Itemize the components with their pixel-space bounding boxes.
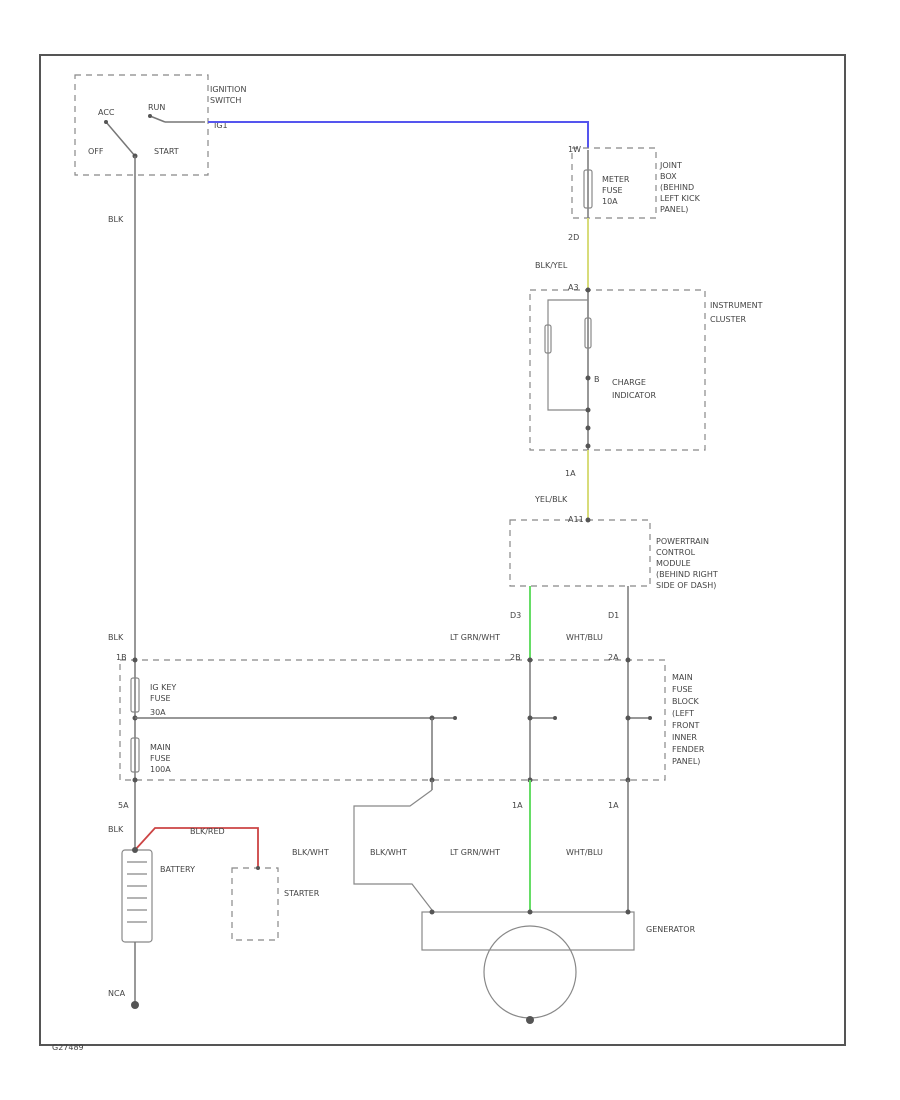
meter-fuse-symbol bbox=[583, 169, 593, 209]
generator-label: GENERATOR bbox=[646, 925, 696, 934]
ground-label: NCA bbox=[108, 989, 126, 998]
diagram-frame bbox=[39, 54, 846, 1046]
pcm-name-line5: SIDE OF DASH) bbox=[656, 581, 716, 590]
main-fuse-symbol bbox=[130, 737, 140, 773]
wire-label-yel-blk: YEL/BLK bbox=[534, 495, 568, 504]
ground-point bbox=[131, 1001, 139, 1009]
main-fuse-block: 1B 2B 2A IG KEY FUSE 30A MAIN FUSE 100A … bbox=[116, 653, 705, 783]
starter-label: STARTER bbox=[284, 889, 320, 898]
wire-blue-ign-to-jointbox bbox=[208, 121, 589, 148]
pcm-name-line4: (BEHIND RIGHT bbox=[656, 570, 718, 579]
cluster-name-line1: INSTRUMENT bbox=[710, 301, 763, 310]
joint-box-line1: JOINT bbox=[659, 161, 682, 170]
ig-key-fuse-line1: IG KEY bbox=[150, 683, 176, 692]
ignition-run-label: RUN bbox=[148, 103, 165, 112]
ignition-name-line2: SWITCH bbox=[210, 96, 241, 105]
charge-indicator-line1: CHARGE bbox=[612, 378, 646, 387]
wire-label-gen-blk-wht: BLK/WHT bbox=[370, 848, 407, 857]
wire-label-gen-lt-grn: LT GRN/WHT bbox=[450, 848, 500, 857]
diagram-code: G27489 bbox=[52, 1043, 84, 1052]
cluster-terminal-top: A3 bbox=[568, 283, 579, 292]
battery: BATTERY bbox=[121, 847, 195, 943]
meter-fuse-line2: FUSE bbox=[602, 186, 623, 195]
joint-box-line3: (BEHIND bbox=[660, 183, 694, 192]
pcm-terminal-in: A11 bbox=[568, 515, 584, 524]
joint-box-line5: PANEL) bbox=[660, 205, 688, 214]
fuse-block-name-line4: (LEFT bbox=[672, 709, 694, 718]
wire-label-1a-yel: 1A bbox=[565, 469, 576, 478]
fuse-block-name-line1: MAIN bbox=[672, 673, 693, 682]
ignition-terminal: IG1 bbox=[214, 121, 228, 130]
wire-label-blk-mid: BLK bbox=[108, 633, 124, 642]
main-fuse-line2: FUSE bbox=[150, 754, 171, 763]
joint-box: 1W METER FUSE 10A JOINT BOX (BEHIND LEFT… bbox=[568, 145, 701, 242]
joint-box-line2: BOX bbox=[660, 172, 677, 181]
meter-fuse-line1: METER bbox=[602, 175, 630, 184]
powertrain-control-module: A11 POWERTRAIN CONTROL MODULE (BEHIND RI… bbox=[509, 515, 718, 620]
fuse-block-name-line8: PANEL) bbox=[672, 757, 700, 766]
pcm-name-line2: CONTROL bbox=[656, 548, 696, 557]
wire-label-gen-term-mid: 1A bbox=[512, 801, 523, 810]
fuse-block-name-line6: INNER bbox=[672, 733, 697, 742]
wire-label-gen-wht-blu: WHT/BLU bbox=[566, 848, 603, 857]
fuse-block-name-line5: FRONT bbox=[672, 721, 699, 730]
fuse-block-name-line7: FENDER bbox=[672, 745, 705, 754]
wire-red-battery-to-starter bbox=[134, 827, 259, 868]
cluster-name-line2: CLUSTER bbox=[710, 315, 747, 324]
ignition-off-label: OFF bbox=[88, 147, 104, 156]
ignition-acc-label: ACC bbox=[98, 108, 115, 117]
ignition-name-line1: IGNITION bbox=[210, 85, 246, 94]
ignition-start-label: START bbox=[154, 147, 179, 156]
joint-box-line4: LEFT KICK bbox=[660, 194, 701, 203]
main-fuse-line1: MAIN bbox=[150, 743, 171, 752]
wire-label-blk-yel: BLK/YEL bbox=[535, 261, 568, 270]
wire-label-blk-top: BLK bbox=[108, 215, 124, 224]
wire-label-gen-term-right: 1A bbox=[608, 801, 619, 810]
ig-key-fuse-line2: FUSE bbox=[150, 694, 171, 703]
wire-label-blk-lower: BLK bbox=[108, 825, 124, 834]
fuse-block-name-line2: FUSE bbox=[672, 685, 693, 694]
charge-indicator-line2: INDICATOR bbox=[612, 391, 656, 400]
fuse-block-terminal-top-right: 2A bbox=[608, 653, 619, 662]
pcm-name-line1: POWERTRAIN bbox=[656, 537, 709, 546]
pcm-name-line3: MODULE bbox=[656, 559, 691, 568]
wire-label-blk-wht: BLK/WHT bbox=[292, 848, 329, 857]
ig-key-fuse-line3: 30A bbox=[150, 708, 166, 717]
main-fuse-line3: 100A bbox=[150, 765, 171, 774]
wire-label-wht-blu: WHT/BLU bbox=[566, 633, 603, 642]
generator: GENERATOR bbox=[421, 909, 696, 1024]
pcm-terminal-left: D3 bbox=[510, 611, 521, 620]
fuse-block-name-line3: BLOCK bbox=[672, 697, 700, 706]
meter-fuse-line3: 10A bbox=[602, 197, 618, 206]
pcm-terminal-right: D1 bbox=[608, 611, 619, 620]
battery-label: BATTERY bbox=[160, 865, 195, 874]
ig-key-fuse-symbol bbox=[130, 677, 140, 713]
wire-blk-wht-to-generator bbox=[353, 789, 433, 911]
joint-box-terminal-in: 1W bbox=[568, 145, 581, 154]
cluster-terminal-bottom: B bbox=[594, 375, 600, 384]
fuse-block-terminal-top-left: 1B bbox=[116, 653, 127, 662]
joint-box-terminal-out: 2D bbox=[568, 233, 579, 242]
fuse-block-terminal-top-mid: 2B bbox=[510, 653, 521, 662]
starter: STARTER bbox=[231, 866, 320, 941]
instrument-cluster: A3 B CHARGE INDICATOR INSTRUMENT CLUSTER bbox=[529, 283, 763, 451]
wire-label-5a: 5A bbox=[118, 801, 129, 810]
wire-label-lt-grn-wht: LT GRN/WHT bbox=[450, 633, 500, 642]
ignition-switch: ACC RUN OFF START IGNITION SWITCH IG1 bbox=[74, 74, 246, 176]
wire-label-blk-red: BLK/RED bbox=[190, 827, 225, 836]
